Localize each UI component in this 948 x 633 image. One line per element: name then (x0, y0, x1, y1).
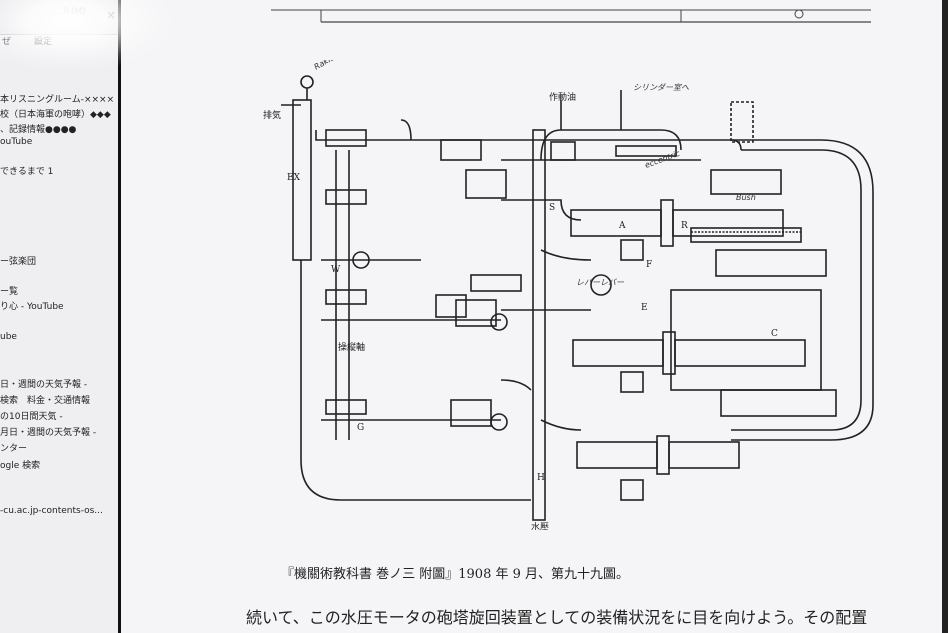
hydraulic-motor-diagram: Rakiso V.Y. 排気 EX 作動油 シリンダー室へ eccentric … (263, 60, 874, 530)
water-pressure-label: 水壓 (531, 521, 549, 530)
bookmark-item[interactable]: ogle 検索 (0, 461, 41, 471)
letter-label: H (537, 473, 545, 483)
shaft-label: 操縦軸 (338, 341, 365, 353)
bookmark-item[interactable]: 校（日本海軍の咆哮）◆◆◆ (0, 110, 111, 120)
letter-label: A (618, 221, 626, 231)
bush-label: Bush (736, 193, 756, 202)
letter-label: F (646, 260, 652, 270)
valve-label: シリンダー室へ (633, 83, 689, 92)
bookmark-item[interactable]: 月日・週間の天気予報 - (0, 428, 97, 438)
bookmark-item[interactable]: できるまで 1 (0, 167, 54, 177)
previous-figure-fragment (271, 9, 871, 23)
sidebar-titlebar: ル(M) × (0, 0, 118, 35)
vent-label: 排気 (263, 109, 281, 121)
bookmark-item[interactable]: り心 - YouTube (0, 302, 64, 312)
working-fluid-label: 作動油 (549, 91, 576, 103)
letter-label: W (331, 265, 341, 275)
bookmark-item[interactable]: 日・週間の天気予報 - (0, 380, 88, 390)
bookmark-item[interactable]: ー弦楽団 (0, 257, 37, 267)
signature-label: Rakiso V.Y. (313, 60, 354, 72)
letter-label: E (641, 303, 648, 313)
close-icon[interactable]: × (105, 8, 116, 22)
bookmark-item[interactable]: 検索 料金・交通情報 (0, 396, 91, 406)
bookmark-item[interactable]: 、記録情報●●●● (0, 125, 77, 135)
sidebar-tab-label[interactable]: ル(M) (62, 7, 86, 17)
window-edge (942, 0, 948, 633)
bookmark-item[interactable]: ー覧 (0, 287, 19, 297)
bookmark-item[interactable]: ouTube (0, 137, 33, 147)
letter-label: S (549, 203, 555, 213)
bookmark-item[interactable]: 本リスニングルーム-×××× (0, 95, 115, 105)
letter-label: C (771, 329, 778, 339)
figure-caption: 『機關術教科書 巻ノ三 附圖』1908 年 9 月、第九十九圖。 (281, 567, 630, 582)
bookmark-item[interactable]: の10日間天気 - (0, 412, 63, 422)
reversing-label: レバーレバー (576, 278, 625, 287)
sidebar-button-1[interactable]: ぜ (2, 37, 12, 47)
browser-sidebar: ル(M) × ぜ 設定 本リスニングルーム-×××× 校（日本海軍の咆哮）◆◆◆… (0, 0, 121, 633)
document-view: Rakiso V.Y. 排気 EX 作動油 シリンダー室へ eccentric … (121, 0, 948, 633)
letter-label: G (357, 423, 364, 433)
body-paragraph: 続いて、この水圧モータの砲塔旋回装置としての装備状況をに目を向けよう。その配置 (246, 608, 868, 627)
bookmark-item[interactable]: ube (0, 332, 17, 342)
exhaust-label: EX (287, 173, 301, 183)
letter-label: R (681, 221, 688, 231)
bookmark-item[interactable]: ンター (0, 444, 28, 454)
bookmark-item[interactable]: -cu.ac.jp-contents-os... (0, 506, 103, 516)
sidebar-settings-button[interactable]: 設定 (34, 37, 53, 47)
